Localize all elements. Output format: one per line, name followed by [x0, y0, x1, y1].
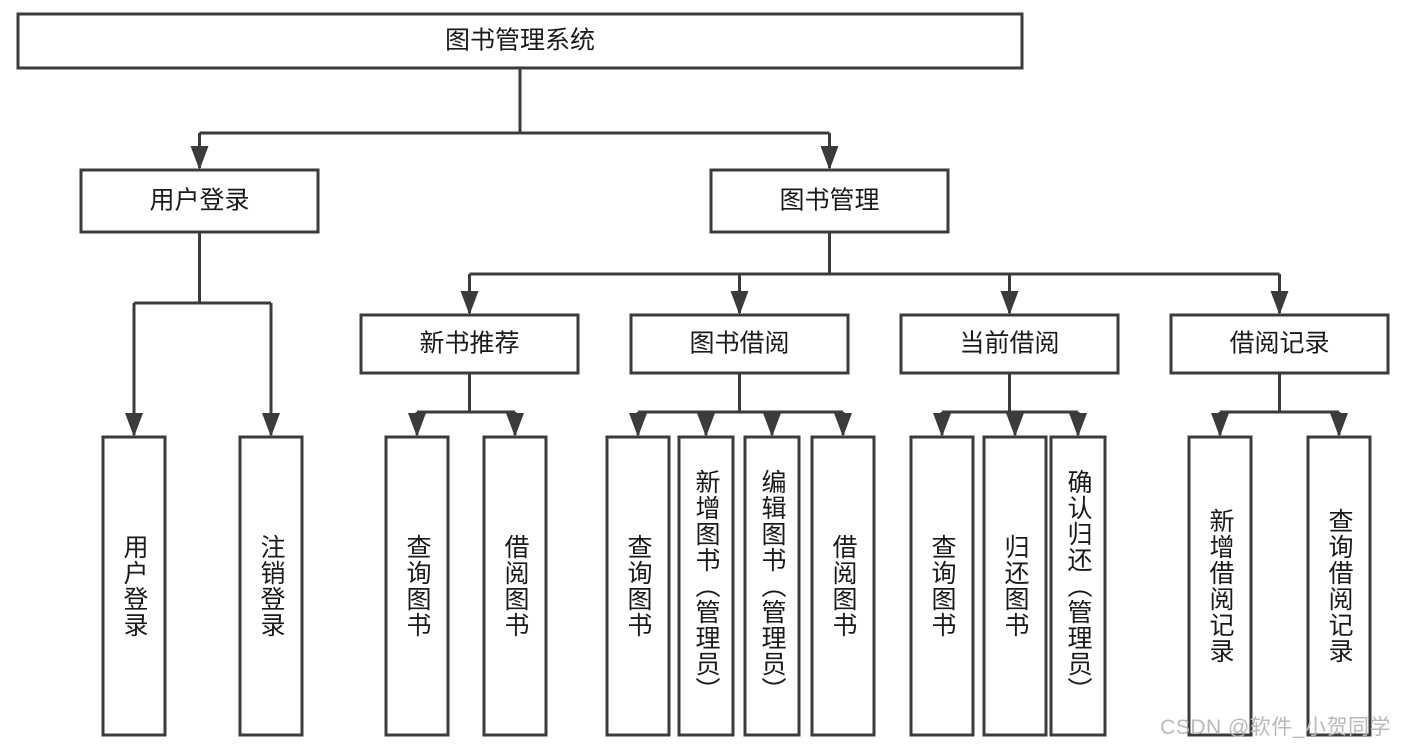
- arrow-head-icon-l3-3: [1270, 291, 1289, 315]
- arrow-head-icon-borrow-2: [763, 413, 781, 437]
- arrow-head-icon-l3-1: [730, 291, 749, 315]
- leaf-node-0[interactable]: [101, 435, 167, 737]
- level2-node-1-label: 图书管理: [779, 187, 879, 215]
- leaf-node-5[interactable]: [677, 435, 735, 737]
- level2-node-0[interactable]: [79, 168, 320, 234]
- arrow-head-icon-current-2: [1069, 413, 1087, 437]
- leaf-node-10[interactable]: [1049, 435, 1107, 737]
- arrow-head-icon-l3-0: [460, 291, 479, 315]
- arrow-head-icon-l2-0: [190, 146, 209, 170]
- leaf-node-3[interactable]: [482, 435, 548, 737]
- leaf-node-8[interactable]: [909, 435, 975, 737]
- arrow-head-icon-record-0: [1211, 413, 1229, 437]
- level3-node-1[interactable]: [629, 313, 850, 375]
- connector-layer: [125, 68, 1348, 437]
- arrow-head-icon-current-0: [933, 413, 951, 437]
- level2-node-0-label: 用户登录: [149, 187, 249, 215]
- arrow-head-icon-user-0: [125, 413, 143, 437]
- level3-node-0[interactable]: [359, 313, 580, 375]
- arrow-head-icon-borrow-0: [629, 413, 647, 437]
- leaf-node-7[interactable]: [810, 435, 876, 737]
- leaf-node-11[interactable]: [1187, 435, 1253, 737]
- level3-node-3[interactable]: [1169, 313, 1390, 375]
- level3-node-3-label: 借阅记录: [1229, 330, 1329, 358]
- level2-node-1[interactable]: [709, 168, 950, 234]
- root-node[interactable]: [16, 12, 1024, 70]
- watermark-text: CSDN @软件_小贺同学: [1160, 716, 1391, 739]
- arrow-head-icon-borrow-3: [834, 413, 852, 437]
- arrow-head-icon-l3-2: [1000, 291, 1019, 315]
- arrow-head-icon-record-1: [1330, 413, 1348, 437]
- root-node-label: 图书管理系统: [445, 27, 595, 55]
- arrow-head-icon-l2-1: [820, 146, 839, 170]
- level3-node-1-label: 图书借阅: [689, 330, 789, 358]
- level3-node-2-label: 当前借阅: [959, 330, 1059, 358]
- arrow-head-icon-user-1: [262, 413, 280, 437]
- arrow-head-icon-borrow-1: [697, 413, 715, 437]
- arrow-head-icon-new-book-1: [506, 413, 524, 437]
- leaf-node-12[interactable]: [1306, 435, 1372, 737]
- node-box-layer: [16, 12, 1390, 737]
- leaf-node-2[interactable]: [384, 435, 450, 737]
- leaf-node-6[interactable]: [743, 435, 801, 737]
- leaf-node-9[interactable]: [982, 435, 1048, 737]
- leaf-node-4[interactable]: [605, 435, 671, 737]
- arrow-head-icon-current-1: [1006, 413, 1024, 437]
- level3-node-0-label: 新书推荐: [419, 330, 519, 358]
- arrow-head-icon-new-book-0: [408, 413, 426, 437]
- leaf-node-1[interactable]: [238, 435, 304, 737]
- level3-node-2[interactable]: [899, 313, 1120, 375]
